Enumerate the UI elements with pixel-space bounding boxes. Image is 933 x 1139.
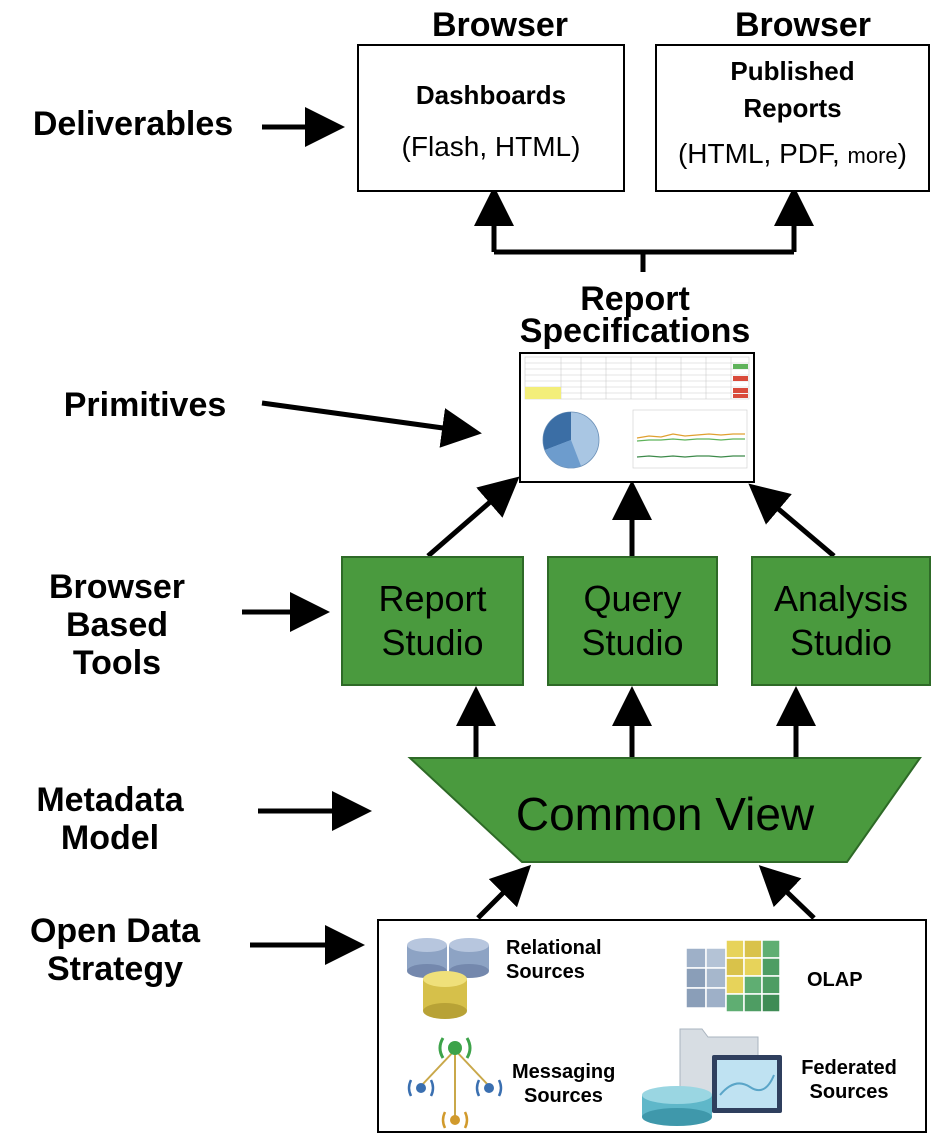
messaging-signal-icon bbox=[407, 1037, 503, 1129]
signal-node-bottom bbox=[441, 1111, 469, 1129]
thumbnail-table bbox=[524, 356, 750, 400]
arrow-sources-right bbox=[758, 865, 816, 920]
thumbnail-pie bbox=[542, 411, 600, 469]
label-metadata-model: Metadata Model bbox=[36, 781, 184, 857]
monitor-shape bbox=[712, 1055, 782, 1113]
report-thumbnail-graphic bbox=[524, 356, 750, 469]
label-open-data-strategy: Open Data Strategy bbox=[29, 912, 201, 988]
messaging-sources-label: Messaging Sources bbox=[512, 1061, 616, 1107]
federated-sources-label: Federated Sources bbox=[801, 1057, 897, 1103]
disk-cylinder bbox=[642, 1086, 712, 1126]
browser-label-right: Browser bbox=[734, 6, 872, 44]
analysis-studio-box: Analysis Studio bbox=[751, 556, 931, 686]
published-line1: Published bbox=[730, 56, 855, 86]
arrow-report-to-spec bbox=[426, 476, 520, 558]
label-deliverables: Deliverables bbox=[32, 105, 234, 143]
federated-sources-icon bbox=[642, 1028, 782, 1126]
arrow-primitives bbox=[261, 400, 482, 448]
published-formats: (HTML, PDF, more) bbox=[677, 138, 907, 169]
signal-node-right bbox=[475, 1079, 503, 1097]
published-line2: Reports bbox=[743, 93, 842, 123]
label-browser-based-tools: Browser Based Tools bbox=[48, 568, 186, 682]
arrow-sources-left bbox=[476, 864, 532, 920]
report-specifications-title: Report Specifications bbox=[519, 280, 751, 350]
olap-label: OLAP bbox=[807, 969, 863, 991]
query-studio-box: Query Studio bbox=[547, 556, 718, 686]
browser-label-left: Browser bbox=[431, 6, 569, 44]
relational-sources-label: Relational Sources bbox=[506, 937, 602, 983]
dashboards-title: Dashboards bbox=[415, 80, 567, 110]
published-reports-box: Published Reports (HTML, PDF, more) bbox=[655, 44, 930, 192]
report-thumbnail bbox=[519, 352, 755, 483]
cylinder-back-right bbox=[449, 938, 489, 978]
thumbnail-highlight bbox=[525, 387, 561, 399]
olap-cube-icon bbox=[685, 939, 781, 1013]
report-studio-box: Report Studio bbox=[341, 556, 524, 686]
common-view-shape bbox=[407, 757, 922, 863]
dashboards-box: Dashboards (Flash, HTML) bbox=[357, 44, 625, 192]
thumbnail-line-chart bbox=[632, 409, 748, 469]
arrow-analysis-to-spec bbox=[748, 483, 836, 558]
label-primitives: Primitives bbox=[63, 386, 227, 424]
common-view-label: Common View bbox=[515, 788, 815, 840]
cylinder-front bbox=[423, 971, 467, 1019]
relational-db-icon bbox=[407, 938, 489, 1019]
signal-node-left bbox=[407, 1079, 435, 1097]
signal-node-top bbox=[438, 1037, 472, 1059]
cylinder-back-left bbox=[407, 938, 447, 978]
dashboards-formats: (Flash, HTML) bbox=[401, 131, 581, 162]
